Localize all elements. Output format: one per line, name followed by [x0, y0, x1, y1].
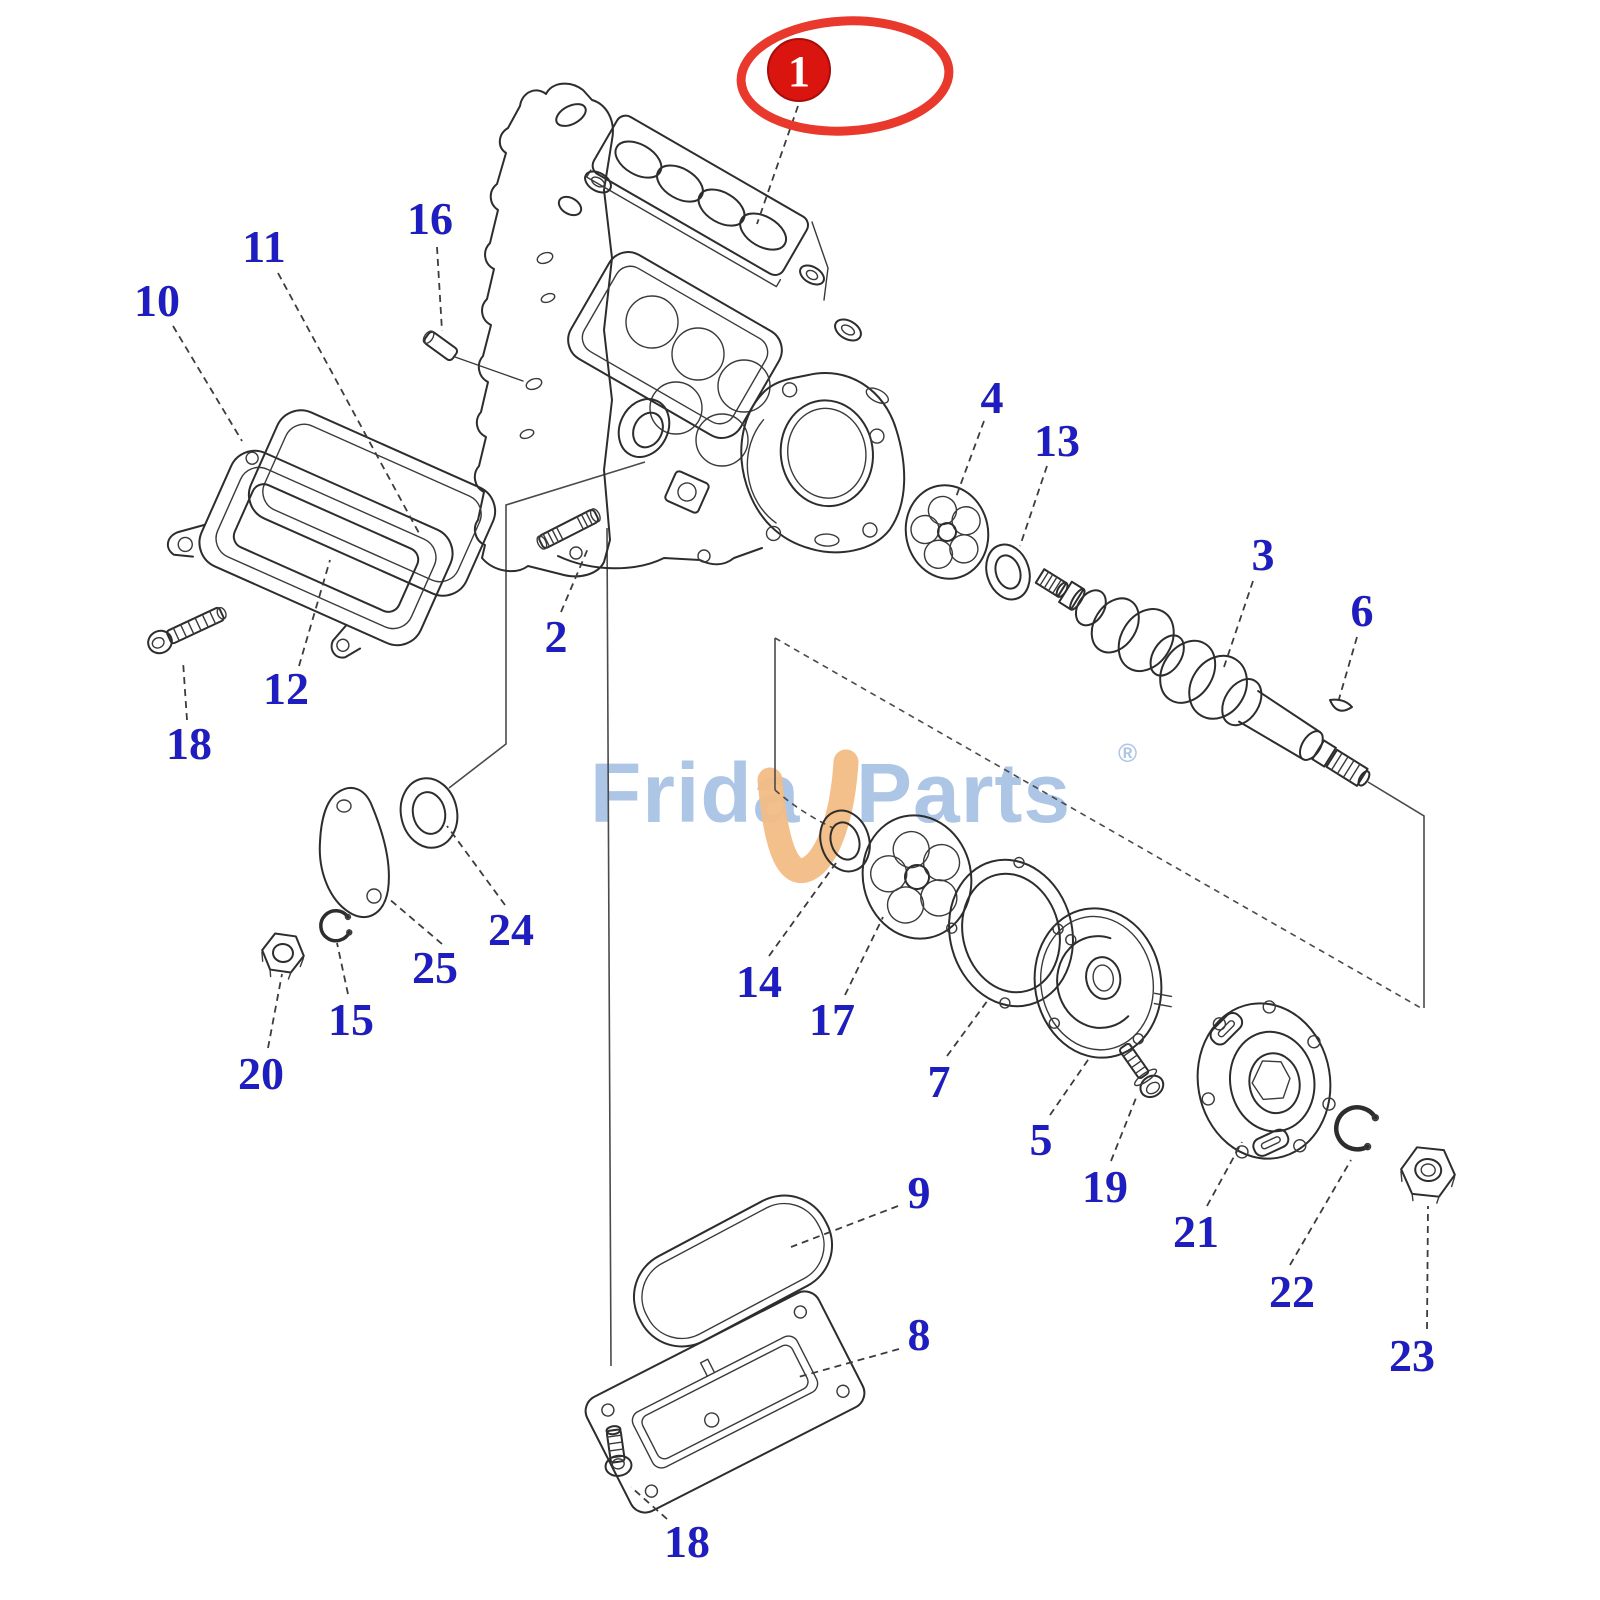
part-callout-18-24: 18 [664, 1516, 710, 1567]
assembly-axis-lines [448, 461, 1425, 1367]
part-callout-25-11: 25 [412, 942, 458, 993]
part-15-snap-ring-drawing [319, 909, 353, 943]
highlight-badge [767, 38, 831, 102]
leader-line-5-17 [1049, 1056, 1091, 1116]
leader-line-10-2 [172, 325, 243, 442]
leader-line-7-16 [946, 999, 989, 1057]
part-callout-13-4: 13 [1034, 415, 1080, 466]
part-callout-6-6: 6 [1350, 585, 1374, 636]
part-20-nut-drawing [261, 932, 305, 980]
part-callout-19-18: 19 [1082, 1161, 1128, 1212]
part-17-rotor-drawing [861, 814, 973, 940]
part-6-key-drawing [1329, 698, 1353, 712]
part-callout-20-15: 20 [238, 1048, 284, 1099]
highlight-badge-label: 1 [788, 47, 810, 96]
part-21-coupling-flange-drawing [1196, 1000, 1336, 1160]
part-16-pin-drawing [422, 330, 524, 382]
part-callout-10-2: 10 [134, 275, 180, 326]
leader-line-11-1 [277, 272, 421, 536]
leader-line-8-22 [794, 1348, 900, 1379]
housing-side-bosses [557, 170, 862, 342]
part-callout-7-16: 7 [927, 1056, 951, 1107]
leader-line-25-11 [387, 897, 443, 945]
part-24-oring-drawing [399, 777, 459, 849]
leader-line-16-0 [436, 246, 443, 332]
part-callout-8-22: 8 [907, 1309, 931, 1360]
part-callout-2-7: 2 [544, 611, 568, 662]
leader-line-2-7 [560, 545, 590, 613]
housing-mounting-flange [740, 372, 906, 554]
part-4-rotor-drawing [904, 484, 990, 580]
leader-lines-layer [172, 246, 1429, 1520]
leader-line-21-20 [1206, 1141, 1243, 1207]
part-22-snap-ring-drawing [1334, 1105, 1380, 1152]
part-callout-15-13: 15 [328, 994, 374, 1045]
part-3-camshaft-drawing [1034, 568, 1371, 787]
watermark-swoosh-icon [757, 749, 859, 883]
part-callout-16-0: 16 [407, 193, 453, 244]
part-11-cover-gasket-drawing [247, 409, 497, 597]
part-callout-9-19: 9 [907, 1167, 931, 1218]
leader-line-12-8 [298, 559, 331, 667]
part-callout-14-12: 14 [736, 956, 782, 1007]
part-callout-22-21: 22 [1269, 1266, 1315, 1317]
part-callout-21-20: 21 [1173, 1206, 1219, 1257]
part-callout-12-8: 12 [263, 663, 309, 714]
part-14-washer-drawing [819, 809, 871, 873]
part-23-nut-drawing [1400, 1146, 1456, 1204]
leader-line-20-15 [267, 973, 283, 1049]
leader-line-13-4 [1019, 465, 1048, 547]
part-5-pump-cover-drawing [1033, 907, 1173, 1059]
leader-line-15-13 [336, 942, 349, 995]
housing-window [567, 251, 783, 467]
part-8-bottom-cover-drawing [584, 1290, 866, 1514]
part-18-bolt-left-drawing [147, 606, 227, 655]
housing-top-plate [586, 114, 809, 288]
leader-line-22-21 [1289, 1159, 1352, 1266]
part-callout-5-17: 5 [1029, 1114, 1053, 1165]
part-callout-11-1: 11 [242, 221, 286, 272]
watermark-text-parts: Parts [856, 746, 1071, 840]
leader-line-17-14 [844, 916, 884, 996]
part-25-blind-cover-drawing [318, 787, 390, 918]
watermark-logo: Frida Parts ® [590, 738, 1137, 883]
highlight-ellipse [736, 16, 954, 136]
leader-line-23-23 [1426, 1205, 1429, 1330]
part-18-bolt-bottom-drawing [604, 1425, 633, 1477]
leader-line-18-24 [630, 1486, 668, 1520]
part-callout-3-5: 3 [1251, 529, 1275, 580]
leader-line-9-19 [790, 1205, 899, 1248]
leader-line-3-5 [1223, 580, 1254, 668]
part-7-gasket-drawing [946, 856, 1077, 1009]
part-callout-23-23: 23 [1389, 1330, 1435, 1381]
part-callout-4-3: 4 [980, 372, 1004, 423]
part-9-oval-gasket-drawing [632, 1194, 834, 1348]
part-2-stud-drawing [536, 508, 601, 550]
part-19-bolt-drawing [1119, 1042, 1165, 1099]
part-12-inner-seal-face [232, 483, 420, 613]
part-10-side-cover-drawing [166, 449, 454, 659]
part-1-pump-housing-drawing [473, 82, 906, 578]
leader-line-18-9 [182, 660, 188, 721]
leader-line-6-6 [1338, 636, 1358, 700]
part-callout-17-14: 17 [809, 994, 855, 1045]
part-callout-24-10: 24 [488, 904, 534, 955]
part-1-highlight: 1 [736, 16, 954, 225]
watermark-registered-mark: ® [1118, 738, 1137, 768]
part-13-washer-drawing [985, 543, 1031, 601]
leader-line-19-18 [1110, 1097, 1137, 1162]
housing-bearing-boss [617, 398, 710, 514]
leader-line-4-3 [955, 420, 985, 498]
leader-line-24-10 [446, 825, 506, 906]
part-callout-18-9: 18 [166, 718, 212, 769]
